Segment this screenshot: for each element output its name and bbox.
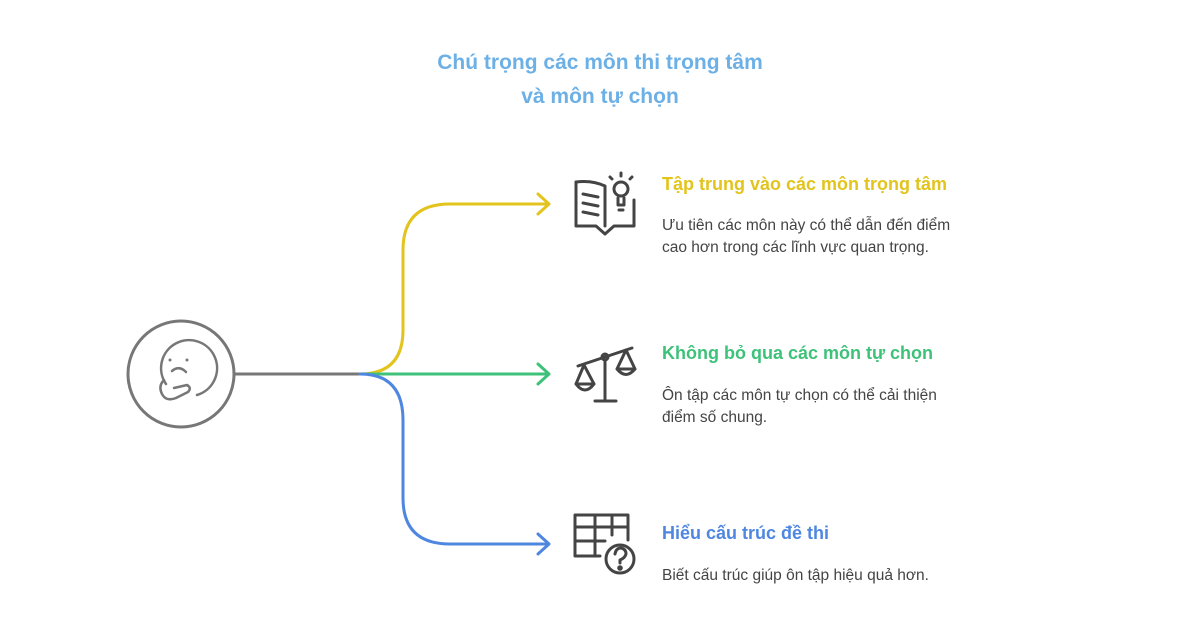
arrow-green — [536, 362, 551, 386]
diagram-title: Chú trọng các môn thi trọng tâm và môn t… — [300, 46, 900, 114]
branch-description: Biết cấu trúc giúp ôn tập hiệu quả hơn. — [662, 565, 1002, 587]
title-line-2: và môn tự chọn — [521, 85, 679, 108]
desc-line: Ôn tập các môn tự chọn có thể cải thiện — [662, 387, 937, 404]
branch-description: Ưu tiên các môn này có thể dẫn đến điểm c… — [662, 215, 1002, 259]
desc-line: cao hơn trong các lĩnh vực quan trọng. — [662, 239, 929, 256]
table-question-icon — [573, 513, 636, 575]
desc-line: Biết cấu trúc giúp ôn tập hiệu quả hơn. — [662, 567, 929, 584]
branch-description: Ôn tập các môn tự chọn có thể cải thiện đ… — [662, 385, 1002, 429]
thinking-face-icon — [126, 319, 236, 429]
book-lightbulb-icon — [574, 171, 636, 236]
branch-heading: Hiểu cấu trúc đề thi — [662, 523, 830, 543]
title-line-1: Chú trọng các môn thi trọng tâm — [437, 51, 763, 74]
arrow-blue — [536, 532, 551, 556]
balance-scale-icon — [574, 346, 637, 403]
branch-heading: Không bỏ qua các môn tự chọn — [662, 343, 934, 363]
arrow-yellow — [536, 192, 551, 216]
desc-line: điểm số chung. — [662, 409, 768, 426]
connector-blue — [358, 372, 550, 546]
connector-yellow — [358, 202, 550, 376]
desc-line: Ưu tiên các môn này có thể dẫn đến điểm — [662, 217, 951, 234]
branch-heading: Tập trung vào các môn trọng tâm — [662, 174, 948, 194]
